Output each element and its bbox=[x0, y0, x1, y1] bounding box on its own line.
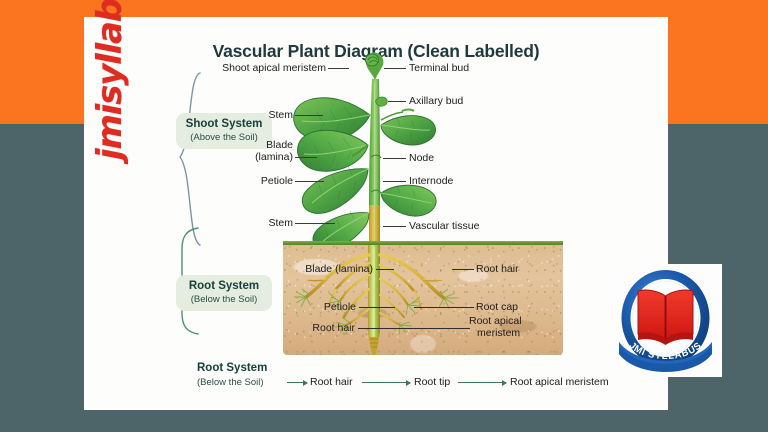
label-petiole-root: Petiole bbox=[323, 301, 356, 313]
leader-petiole-shoot bbox=[295, 181, 324, 182]
leader-stem-lower bbox=[295, 223, 335, 224]
leader-shoot-apical-meristem bbox=[328, 68, 349, 69]
diagram-card: Vascular Plant Diagram (Clean Labelled) bbox=[84, 17, 668, 410]
leaf-mid-left bbox=[297, 129, 369, 172]
leader-terminal-bud bbox=[384, 68, 406, 69]
open-book-icon bbox=[637, 289, 694, 345]
label-stem-lower: Stem bbox=[268, 217, 293, 229]
flow-step-root-apical-meristem: Root apical meristem bbox=[510, 376, 609, 388]
flow-arrow-1 bbox=[287, 379, 308, 386]
leader-blade-lamina-root bbox=[376, 269, 394, 270]
logo-artwork: JMI SYLLABUS bbox=[619, 270, 712, 372]
label-axillary-bud: Axillary bud bbox=[409, 95, 464, 107]
label-blade-lamina-root: Blade (lamina) bbox=[305, 263, 373, 275]
label-internode: Internode bbox=[409, 175, 454, 187]
leader-root-apical-meristem bbox=[384, 328, 470, 329]
leader-root-cap bbox=[414, 307, 474, 308]
label-root-hair-right: Root hair bbox=[476, 263, 519, 275]
flow-arrow-2 bbox=[362, 379, 411, 386]
leaf-mid-right bbox=[380, 184, 437, 217]
leader-node bbox=[383, 158, 406, 159]
flow-step-root-hair: Root hair bbox=[310, 376, 353, 388]
leader-vascular-tissue bbox=[383, 226, 406, 227]
label-stem-upper: Stem bbox=[268, 109, 293, 121]
label-root-apical-meristem-line2: meristem bbox=[477, 327, 521, 339]
label-root-cap: Root cap bbox=[476, 301, 519, 313]
shoot-system-title: Shoot System bbox=[185, 118, 263, 130]
root-system-title: Root System bbox=[188, 280, 260, 292]
grass-line bbox=[283, 241, 563, 246]
leaf-lower-left bbox=[301, 165, 369, 214]
label-node: Node bbox=[409, 152, 435, 164]
label-vascular-tissue: Vascular tissue bbox=[409, 220, 480, 232]
leader-root-hair-right bbox=[452, 269, 474, 270]
leader-internode bbox=[383, 181, 406, 182]
label-terminal-bud: Terminal bud bbox=[409, 62, 470, 74]
leader-stem-upper bbox=[295, 115, 323, 116]
root-system-badge: Root System (Below the Soil) bbox=[176, 275, 272, 311]
shoot-system-qualifier: (Above the Soil) bbox=[190, 132, 258, 143]
root-system-qualifier: (Below the Soil) bbox=[190, 294, 258, 305]
leader-root-hair-left bbox=[358, 328, 398, 329]
label-shoot-apical-meristem: Shoot apical meristem bbox=[222, 62, 326, 74]
axillary-bud-art bbox=[375, 96, 388, 107]
terminal-bud-art bbox=[365, 52, 384, 80]
root-system-flow: Root System (Below the Soil) Root hair R… bbox=[197, 362, 667, 398]
page-title: Vascular Plant Diagram (Clean Labelled) bbox=[212, 41, 540, 61]
label-root-hair-left: Root hair bbox=[312, 322, 355, 334]
soil-block bbox=[283, 245, 563, 355]
jmi-syllabus-logo: JMI SYLLABUS bbox=[609, 264, 722, 377]
leaf-upper-right bbox=[380, 108, 436, 146]
leaf-upper-left bbox=[293, 97, 371, 142]
flow-qualifier: (Below the Soil) bbox=[197, 377, 264, 388]
label-blade-lamina-line2: (lamina) bbox=[255, 151, 293, 163]
label-root-apical-meristem-line1: Root apical bbox=[469, 315, 522, 327]
shoot-system-bracket bbox=[179, 72, 201, 246]
flow-step-root-tip: Root tip bbox=[414, 376, 451, 388]
leader-petiole-root bbox=[359, 307, 395, 308]
flow-title: Root System bbox=[197, 362, 268, 374]
shoot-system-badge: Shoot System (Above the Soil) bbox=[176, 113, 272, 149]
flow-arrow-3 bbox=[458, 379, 507, 386]
label-petiole-shoot: Petiole bbox=[260, 175, 293, 187]
watermark-jmisyllabus: jmisyllabus.com bbox=[90, 0, 130, 160]
label-blade-lamina-line1: Blade bbox=[266, 139, 293, 151]
leader-blade-lamina bbox=[295, 157, 317, 158]
leader-axillary-bud bbox=[388, 101, 406, 102]
